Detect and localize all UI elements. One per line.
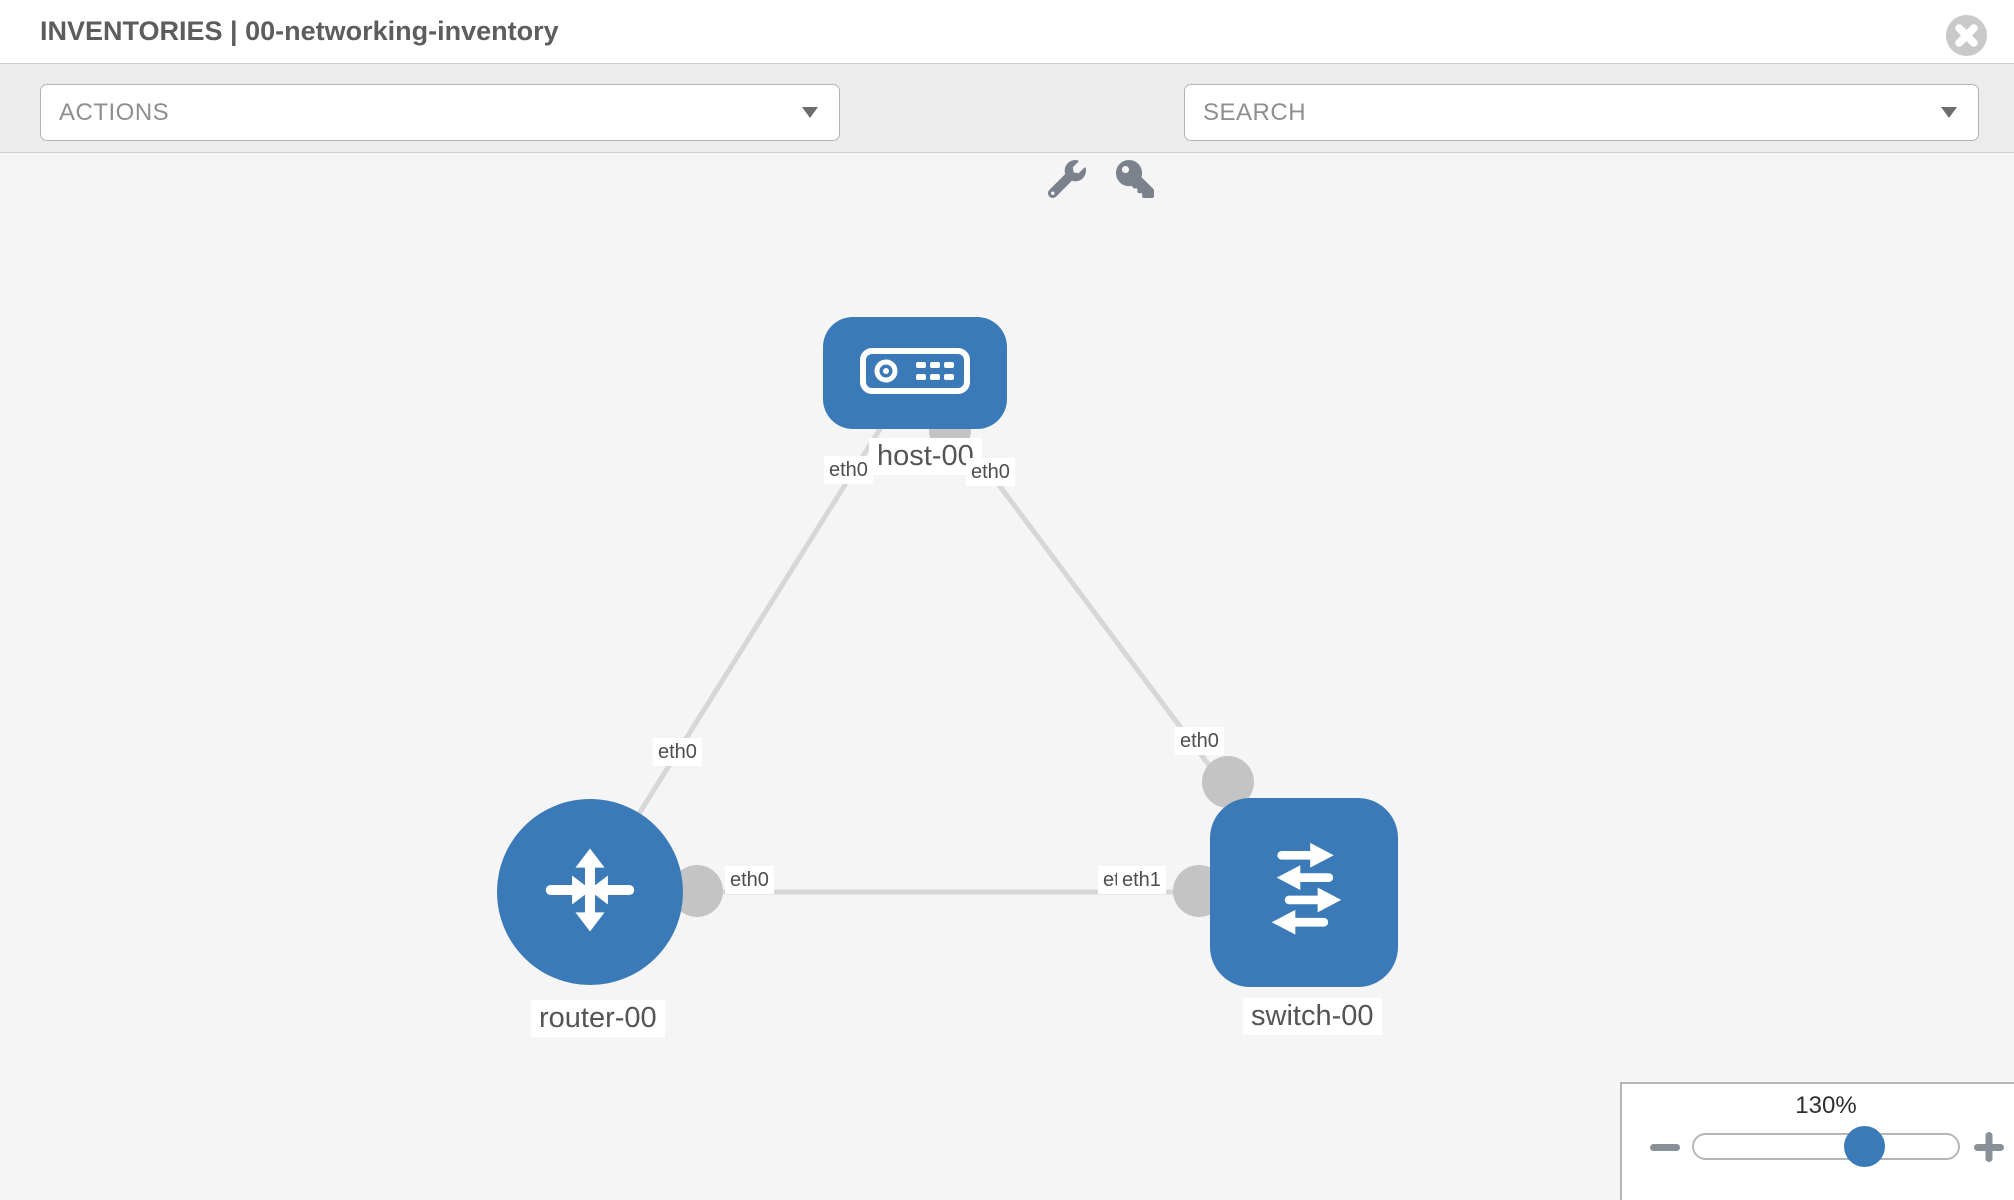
interface-label: eth0 <box>1175 727 1224 755</box>
interface-label: eth0 <box>725 866 774 894</box>
node-host-00[interactable] <box>823 317 1007 429</box>
node-label-router: router-00 <box>531 1000 665 1037</box>
topology-canvas[interactable] <box>0 153 2014 1200</box>
close-button[interactable] <box>1945 14 1988 57</box>
chevron-down-icon <box>801 106 819 124</box>
zoom-slider-track[interactable] <box>1692 1126 1960 1167</box>
interface-dot-router-right[interactable] <box>671 865 723 917</box>
zoom-control-panel: 130% <box>1620 1082 2014 1200</box>
node-switch-00[interactable] <box>1210 798 1398 987</box>
plus-icon[interactable] <box>1970 1128 2008 1166</box>
header: INVENTORIES | 00-networking-inventory <box>0 0 2014 64</box>
interface-label: eth0 <box>653 738 702 766</box>
actions-dropdown-label: ACTIONS <box>59 99 170 126</box>
zoom-slider-thumb[interactable] <box>1844 1126 1885 1167</box>
search-dropdown[interactable]: SEARCH <box>1184 84 1979 141</box>
page-title: INVENTORIES | 00-networking-inventory <box>40 16 559 46</box>
minus-icon[interactable] <box>1646 1128 1684 1166</box>
interface-label: eth0 <box>966 458 1015 486</box>
node-router-00[interactable] <box>497 799 683 985</box>
node-label-switch: switch-00 <box>1243 998 1382 1035</box>
close-icon <box>1945 14 1988 61</box>
interface-label: eth0 <box>824 456 873 484</box>
actions-dropdown[interactable]: ACTIONS <box>40 84 840 141</box>
switch-arrows-icon <box>1242 828 1366 957</box>
chevron-down-icon <box>1940 106 1958 124</box>
node-label-host: host-00 <box>869 438 982 475</box>
wrench-icon[interactable] <box>1047 160 1088 200</box>
server-icon <box>860 347 970 399</box>
search-input-placeholder: SEARCH <box>1203 99 1307 126</box>
interface-label: eth1 <box>1117 866 1166 894</box>
key-icon[interactable] <box>1116 160 1156 200</box>
interface-dot-switch-top[interactable] <box>1202 756 1254 808</box>
zoom-level-value: 130% <box>1795 1092 1857 1119</box>
router-arrows-icon <box>534 834 646 951</box>
toolbar: ACTIONS SEARCH <box>0 64 2014 199</box>
